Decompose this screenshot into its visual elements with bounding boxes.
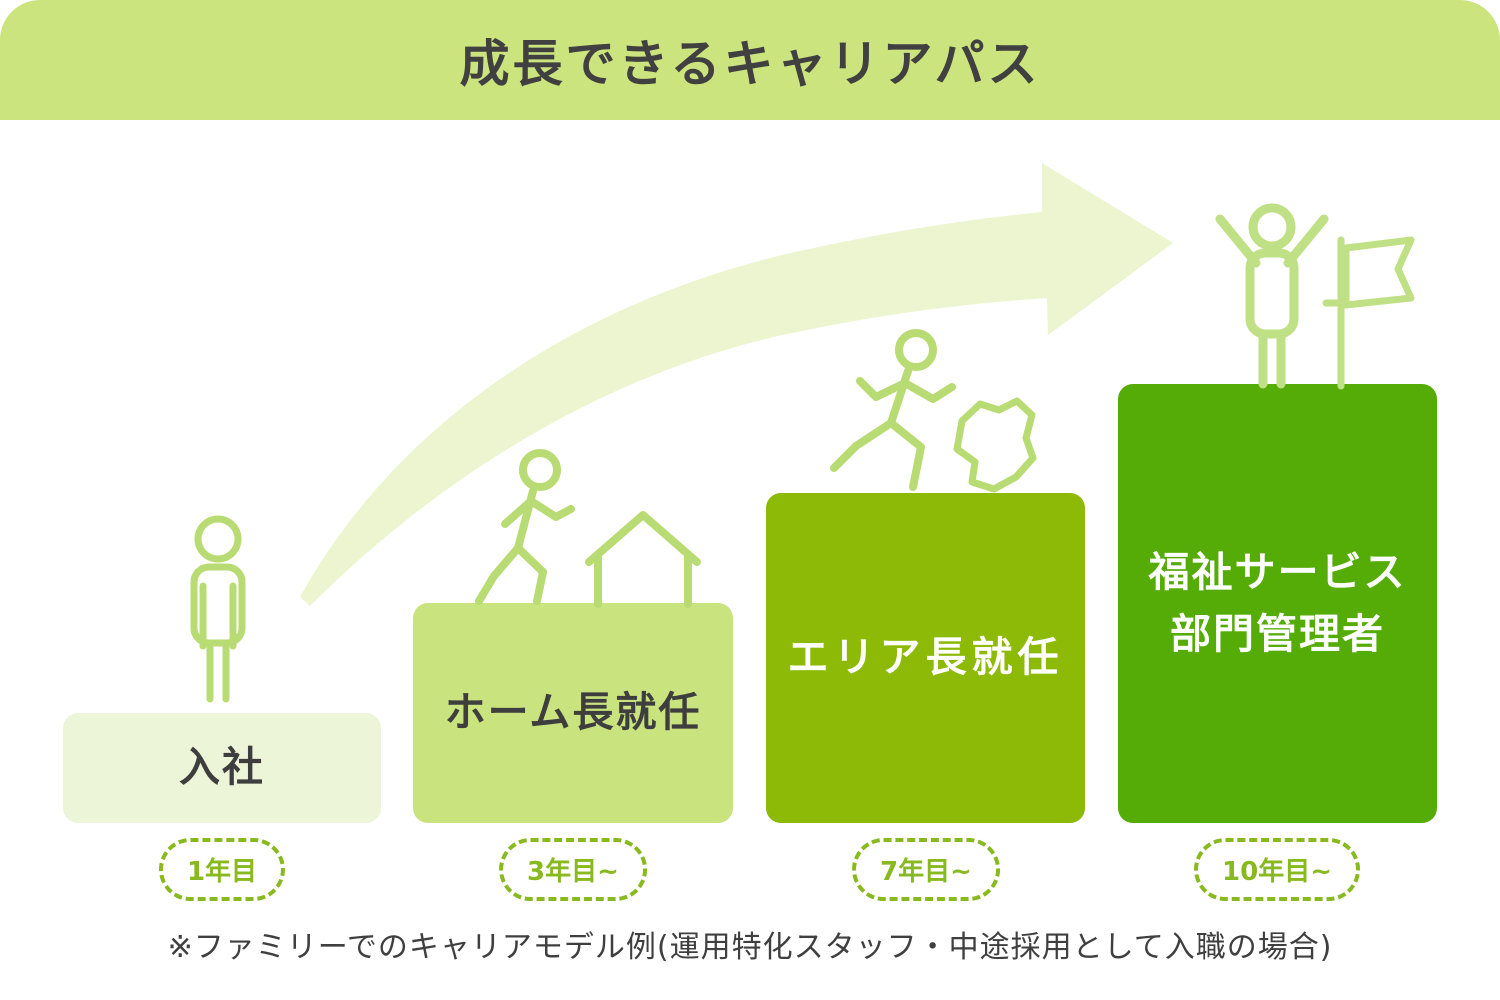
year-badge-1: 1年目: [158, 838, 286, 901]
goal-flag-icon: [1322, 236, 1415, 390]
step-label-line2: 部門管理者: [1170, 609, 1385, 658]
year-badge-3: 7年目~: [852, 838, 1000, 901]
step-box-division-manager: 福祉サービス 部門管理者: [1118, 384, 1437, 823]
running-person-icon: [830, 329, 956, 491]
year-badge-2: 3年目~: [499, 838, 647, 901]
walking-person-icon: [475, 449, 575, 605]
step-label: エリア長就任: [787, 633, 1064, 682]
header-band: 成長できるキャリアパス: [0, 0, 1500, 120]
step-label: ホーム長就任: [444, 688, 702, 737]
area-map-icon: [953, 397, 1037, 493]
house-icon: [585, 511, 701, 608]
standing-person-icon: [190, 515, 246, 703]
page-title: 成長できるキャリアパス: [459, 35, 1041, 93]
cheering-person-icon: [1215, 203, 1329, 389]
step-label: 福祉サービス 部門管理者: [1149, 542, 1407, 665]
step-box-area-manager: エリア長就任: [766, 493, 1085, 823]
step-box-nyusha: 入社: [63, 713, 381, 823]
step-label: 入社: [179, 743, 265, 792]
step-label-line1: 福祉サービス: [1148, 548, 1407, 596]
step-box-home-manager: ホーム長就任: [413, 603, 733, 823]
year-badge-4: 10年目~: [1194, 838, 1360, 901]
footnote: ※ファミリーでのキャリアモデル例(運用特化スタッフ・中途採用として入職の場合): [167, 930, 1333, 965]
